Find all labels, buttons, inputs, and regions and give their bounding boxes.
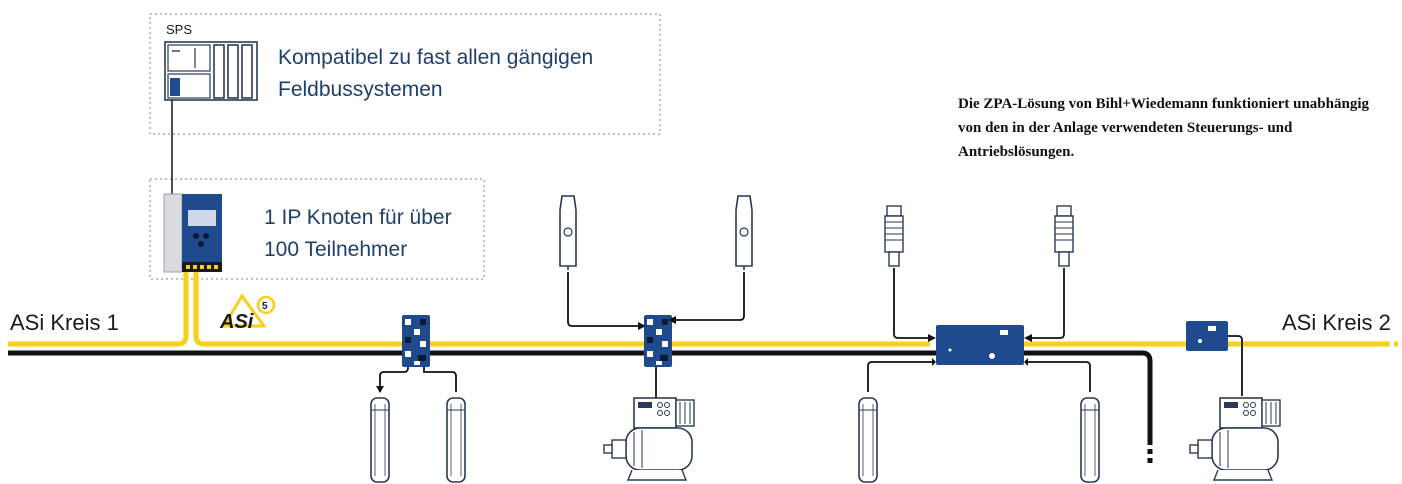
light-barrier-icon: [1080, 397, 1100, 483]
zpa-module-icon: [936, 325, 1024, 365]
feldbus-box: [149, 13, 661, 135]
drive-motor-icon: [1189, 397, 1281, 481]
circuit-1-label: ASi Kreis 1: [10, 310, 119, 335]
node-line-1: 1 IP Knoten für über: [264, 206, 452, 229]
asi-logo-text: ASi: [219, 311, 254, 333]
sensor-icon: [884, 205, 904, 267]
gateway-icon: [163, 193, 222, 273]
zpa-description: Die ZPA-Lösung von Bihl+Wiedemann funkti…: [958, 96, 1370, 160]
light-barrier-icon: [370, 397, 390, 483]
light-barrier-icon: [446, 397, 466, 483]
light-barrier-icon: [858, 397, 878, 483]
compat-line-1: Kompatibel zu fast allen gängigen: [278, 46, 594, 69]
plc-icon: [164, 41, 258, 101]
plc-label: SPS: [166, 22, 193, 37]
node-line-2: 100 Teilnehmer: [264, 238, 408, 261]
power-supply-cable: [10, 350, 1153, 466]
drive-motor-icon: [603, 397, 695, 481]
asi-logo-sup: 5: [262, 301, 268, 312]
asi-circuit-1-cable: [10, 272, 930, 347]
sensor-icon: [559, 195, 577, 271]
ip-node-box: [149, 178, 485, 280]
io-module-icon: [402, 315, 430, 367]
io-module-icon: [1186, 321, 1228, 351]
sensor-icon: [735, 195, 753, 271]
compat-line-2: Feldbussystemen: [278, 78, 443, 101]
io-module-icon: [644, 315, 672, 367]
circuit-2-label: ASi Kreis 2: [1282, 310, 1391, 335]
sensor-icon: [1054, 205, 1074, 267]
asi5-logo-icon: ASi 5: [219, 293, 276, 333]
